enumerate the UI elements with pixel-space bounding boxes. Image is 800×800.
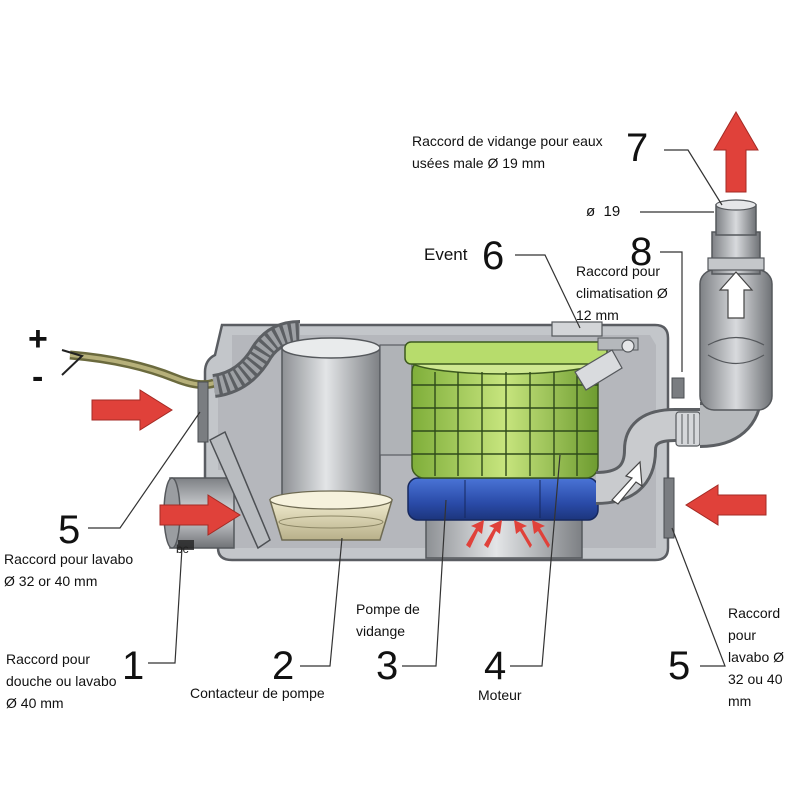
label-7-line2: usées male Ø 19 mm (412, 155, 546, 171)
number-5-right: 5 (668, 644, 691, 688)
flow-arrows-white (611, 271, 754, 505)
label-3: Pompe de vidange (356, 598, 456, 642)
leader-5-left (88, 411, 201, 529)
label-2: Contacteur de pompe (190, 685, 325, 701)
label-7: Raccord de vidange pour eaux usées male … (412, 130, 652, 174)
label-5-right-line2: pour (728, 627, 757, 643)
number-2: 2 (272, 644, 295, 688)
label-8-line1: Raccord pour (576, 263, 661, 279)
number-5-left: 5 (58, 508, 81, 552)
hose-clamp (675, 411, 701, 447)
bc-mark (178, 540, 194, 550)
plus-symbol: + (28, 320, 48, 358)
label-5-right-line5: mm (728, 693, 752, 709)
label-event: Event (424, 245, 468, 264)
leader-5-right (671, 527, 726, 667)
vent-fitting (551, 321, 639, 391)
flow-arrows-red (91, 111, 767, 536)
number-6: 6 (482, 234, 505, 278)
label-5-left: Raccord pour lavabo Ø 32 or 40 mm (4, 548, 174, 592)
label-5-left-line1: Raccord pour lavabo (4, 551, 134, 567)
label-5-right: Raccord pour lavabo Ø 32 ou 40 mm (728, 602, 798, 712)
label-5-left-line2: Ø 32 or 40 mm (4, 573, 98, 589)
leader-6 (515, 254, 581, 329)
label-8: Raccord pour climatisation Ø 12 mm (576, 260, 696, 326)
leader-8 (660, 251, 683, 372)
leader-3 (402, 499, 447, 667)
outlet-pipe (595, 408, 700, 505)
side-fittings (197, 377, 685, 539)
number-3: 3 (376, 644, 399, 688)
number-7: 7 (626, 126, 649, 170)
power-cable (61, 349, 216, 390)
label-dia-19: ø 19 (586, 203, 621, 220)
corrugated-hose (211, 320, 301, 398)
label-8-line2: climatisation Ø (576, 285, 668, 301)
leader-7 (664, 149, 723, 206)
label-3-line2: vidange (356, 623, 406, 639)
float-lever (209, 430, 271, 550)
leader-4 (510, 454, 561, 667)
label-1: Raccord pour douche ou lavabo Ø 40 mm (6, 648, 146, 714)
label-3-line1: Pompe de (356, 601, 420, 617)
drain-pump (407, 477, 599, 521)
number-4: 4 (484, 644, 507, 688)
label-5-right-line4: 32 ou 40 (728, 671, 783, 687)
label-4: Moteur (478, 687, 522, 703)
label-1-line3: Ø 40 mm (6, 695, 64, 711)
leader-lines (88, 149, 726, 667)
label-1-line2: douche ou lavabo (6, 673, 117, 689)
label-7-line1: Raccord de vidange pour eaux (412, 133, 603, 149)
number-8: 8 (630, 230, 653, 274)
flow-arrows-small-red (466, 520, 550, 548)
pump-contactor (268, 337, 394, 541)
leader-1 (148, 547, 183, 664)
label-5-right-line3: lavabo Ø (728, 649, 785, 665)
label-5-right-line1: Raccord (728, 605, 781, 621)
minus-symbol: - (32, 358, 44, 396)
label-1-line1: Raccord pour (6, 651, 91, 667)
check-valve-assembly (698, 199, 773, 448)
bracket (379, 344, 413, 456)
label-bc: bc (176, 542, 189, 556)
motor (404, 341, 608, 479)
leader-2 (300, 537, 343, 667)
number-1: 1 (122, 644, 145, 688)
label-8-line3: 12 mm (576, 307, 619, 323)
